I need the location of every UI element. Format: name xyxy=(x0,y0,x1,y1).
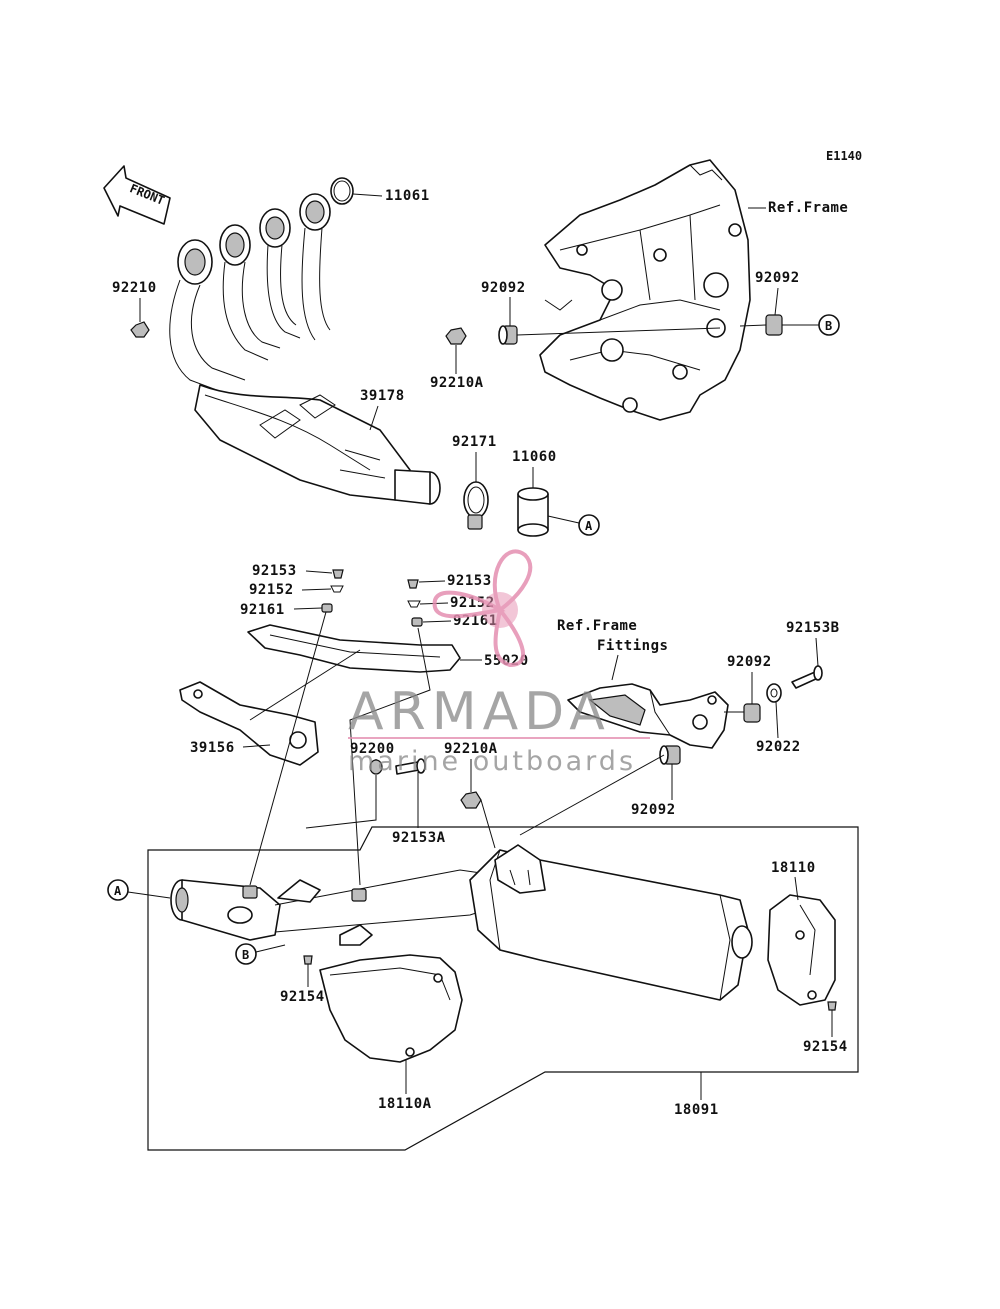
part-18091: 18091 xyxy=(674,1102,719,1118)
part-92154-right: 92154 xyxy=(803,1039,848,1055)
callout-A-low xyxy=(107,879,129,901)
part-92092-mid: 92092 xyxy=(727,654,772,670)
lower-cover-18110A xyxy=(319,954,463,1063)
frame-illustration xyxy=(539,159,751,421)
nut-92210-icon xyxy=(130,321,150,338)
bolt-92153-right-icon xyxy=(407,579,419,589)
header-pipes-39178 xyxy=(169,193,441,505)
part-39156: 39156 xyxy=(190,740,235,756)
part-92171: 92171 xyxy=(452,434,497,450)
bolt-92153A-icon xyxy=(395,758,426,775)
nut-92210A-mid-icon xyxy=(460,791,482,809)
callout-B-top-label: B xyxy=(825,319,832,333)
washer-92152-left-icon xyxy=(330,585,344,593)
part-92092-low: 92092 xyxy=(631,802,676,818)
part-92152-left: 92152 xyxy=(249,582,294,598)
diagram-code: E1140 xyxy=(826,149,862,163)
clamp-92171-icon xyxy=(463,481,489,530)
bracket-39156 xyxy=(179,681,319,766)
callout-A-top xyxy=(578,514,600,536)
footrest-bracket-illustration xyxy=(567,683,729,749)
part-11061: 11061 xyxy=(385,188,430,204)
watermark-tagline: marine outboards xyxy=(348,746,636,777)
part-92092-top-right: 92092 xyxy=(755,270,800,286)
part-92153B: 92153B xyxy=(786,620,840,636)
part-92022: 92022 xyxy=(756,739,801,755)
ref-frame-fittings-label-2: Fittings xyxy=(597,638,668,654)
bushing-92092-right xyxy=(765,314,783,336)
part-92153-right: 92153 xyxy=(447,573,492,589)
washer-92022-icon xyxy=(766,683,782,703)
part-18110: 18110 xyxy=(771,860,816,876)
callout-A-low-label: A xyxy=(114,884,122,898)
muffler-assembly-box xyxy=(147,826,859,1151)
part-92210A-mid: 92210A xyxy=(444,741,498,757)
part-92200: 92200 xyxy=(350,741,395,757)
part-11060: 11060 xyxy=(512,449,557,465)
ref-frame-label: Ref.Frame xyxy=(768,200,848,216)
part-92210A-top: 92210A xyxy=(430,375,484,391)
heat-shield-55020 xyxy=(247,624,461,673)
bushing-92092-mid-icon xyxy=(743,703,761,723)
gasket-11060-icon xyxy=(517,487,549,537)
part-92154-left: 92154 xyxy=(280,989,325,1005)
part-18110A: 18110A xyxy=(378,1096,432,1112)
ref-frame-fittings-label-1: Ref.Frame xyxy=(557,618,637,634)
callout-A-top-label: A xyxy=(585,519,593,533)
part-92161-left: 92161 xyxy=(240,602,285,618)
part-39178: 39178 xyxy=(360,388,405,404)
part-92153-left: 92153 xyxy=(252,563,297,579)
end-cap-18110 xyxy=(767,894,836,1006)
nut-92210A-top xyxy=(445,327,467,345)
callout-B-low-label: B xyxy=(242,948,249,962)
washer-92152-right-icon xyxy=(407,600,421,608)
watermark-brand: ARMADA xyxy=(348,682,611,742)
callout-B-low xyxy=(235,943,257,965)
part-92210: 92210 xyxy=(112,280,157,296)
screw-92154-right-icon xyxy=(827,1001,837,1011)
front-arrow-icon: FRONT xyxy=(103,165,171,225)
part-92153A: 92153A xyxy=(392,830,446,846)
watermark-logo xyxy=(432,549,533,668)
grommet-92161-right-icon xyxy=(411,617,423,627)
grommet-92161-left-icon xyxy=(321,603,333,613)
bushing-92092-left xyxy=(498,325,518,345)
screw-92154-left-icon xyxy=(303,955,313,965)
part-92092-top-left: 92092 xyxy=(481,280,526,296)
bolt-92153B-icon xyxy=(791,665,823,689)
bolt-92153-left-icon xyxy=(332,569,344,579)
muffler-18091 xyxy=(170,844,753,1001)
